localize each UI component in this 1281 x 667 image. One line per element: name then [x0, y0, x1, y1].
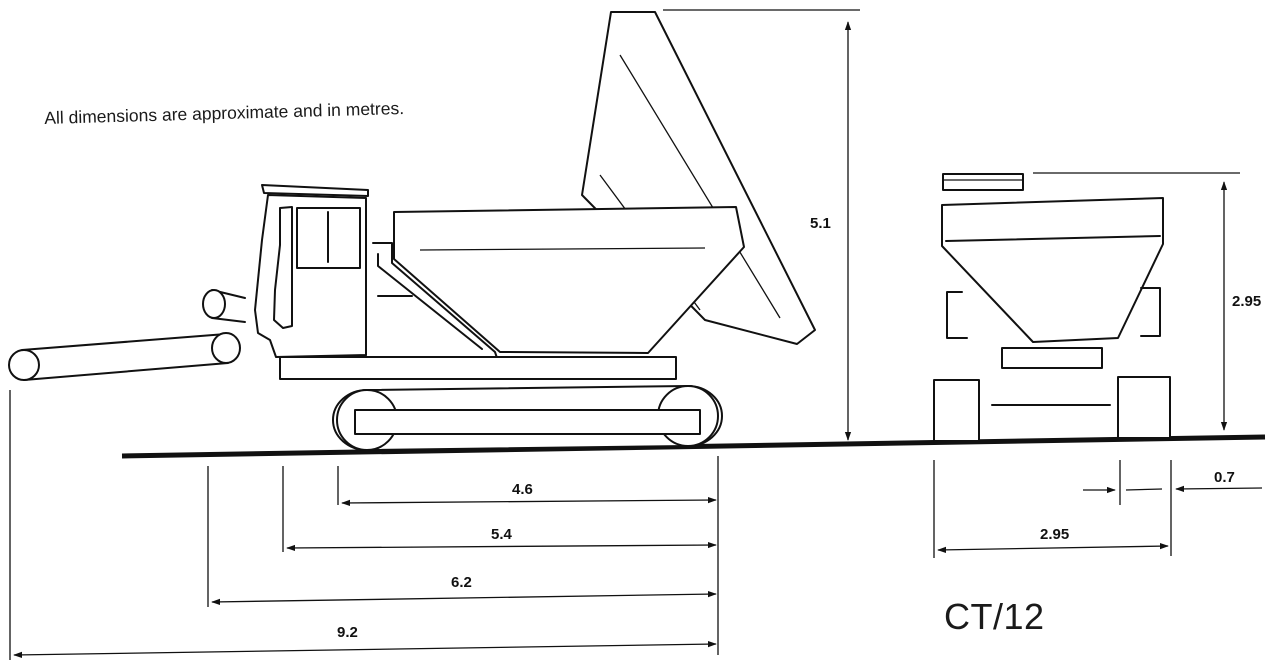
- dumper-end-view: [933, 173, 1171, 442]
- dumper-side-view: [8, 11, 816, 451]
- crawler-track: [332, 385, 723, 451]
- operator-cab: [254, 184, 369, 358]
- side-height-label: 2.95: [1232, 293, 1261, 310]
- dimension-lines: [9, 9, 1263, 660]
- track-width-label: 0.7: [1214, 469, 1235, 486]
- overall-width-label: 2.95: [1040, 526, 1069, 543]
- overall-length-label: 9.2: [337, 624, 358, 641]
- conveyor: [8, 289, 246, 381]
- drawing-reference: CT/12: [944, 596, 1045, 637]
- deck-platform: [279, 356, 677, 380]
- body-length-label: 5.4: [491, 526, 513, 543]
- overall-height-label: 5.1: [810, 215, 831, 232]
- lowered-skip: [393, 206, 745, 354]
- raised-skip: [581, 11, 816, 345]
- machine-length-label: 6.2: [451, 574, 472, 591]
- track-length-label: 4.6: [512, 481, 533, 498]
